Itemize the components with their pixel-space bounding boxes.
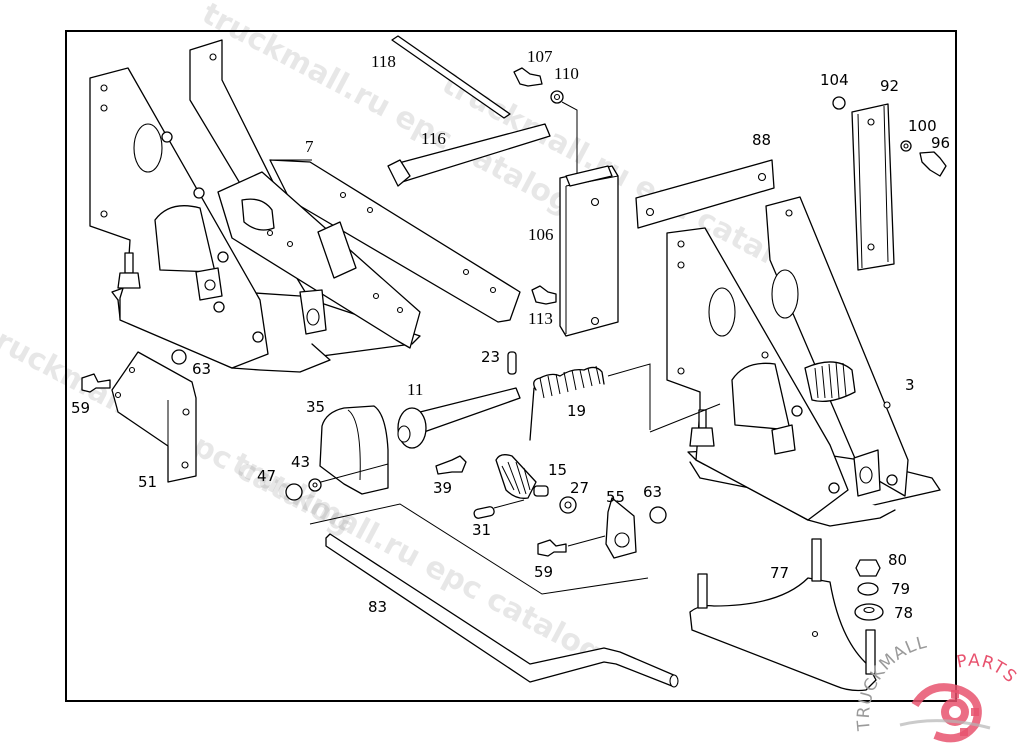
callout-layer: 118 107 110 116 7 106 113 88 104 92 100 … (71, 47, 950, 622)
strap-88 (635, 159, 775, 229)
callout-label: 27 (570, 479, 589, 497)
spring-19 (529, 363, 651, 441)
bolt-107 (513, 67, 543, 87)
callout-label: 47 (257, 467, 276, 485)
rod-118 (391, 35, 511, 119)
callout-label: 96 (931, 134, 950, 152)
clip-55 (605, 497, 637, 559)
callout-label: 3 (905, 376, 915, 394)
swoosh-icon (899, 719, 991, 730)
nut-63-right (649, 506, 667, 524)
bolt-113 (531, 285, 557, 305)
callout-label: 110 (554, 64, 579, 83)
right-rear-plate (765, 196, 909, 497)
callout-label: 63 (192, 360, 211, 378)
callout-label: 15 (548, 461, 567, 479)
callout-label: 106 (528, 225, 554, 244)
callout-label: 43 (291, 453, 310, 471)
left-pivot-housing (154, 205, 216, 273)
pin-31 (473, 506, 495, 519)
nut-63-left (171, 349, 187, 365)
logo-text: TRUCKMALL (854, 632, 930, 732)
bracket-hole (133, 123, 163, 173)
left-spring (241, 198, 275, 231)
bolt-39 (435, 455, 467, 475)
right-spring (804, 361, 856, 403)
callout-label: 79 (891, 580, 910, 598)
nut-80 (855, 559, 881, 577)
left-stud (124, 252, 134, 274)
callout-label: 51 (138, 473, 157, 491)
truckmallparts-logo: TRUCKMALL PARTS (854, 632, 1021, 743)
bolt-59-right (537, 539, 567, 557)
bracket-92 (851, 103, 895, 271)
callout-label: 92 (880, 77, 899, 95)
callout-label: 77 (770, 564, 789, 582)
gear-icon (911, 683, 982, 743)
logo-text-parts: PARTS (955, 651, 1020, 688)
callout-label: 59 (534, 563, 553, 581)
callout-label: 80 (888, 551, 907, 569)
channel-106 (559, 165, 619, 337)
nut-104 (832, 96, 846, 110)
callout-label: 78 (894, 604, 913, 622)
right-bracket-assembly (649, 196, 941, 527)
callout-label: 39 (433, 479, 452, 497)
callout-label: 107 (527, 47, 553, 66)
shaft-11 (419, 387, 521, 433)
callout-label: 7 (305, 137, 314, 156)
logo-text-truckmall: TRUCKMALL (854, 632, 929, 732)
callout-label: 35 (306, 398, 325, 416)
callout-label: 83 (368, 598, 387, 616)
callout-label: 113 (528, 309, 553, 328)
callout-label: 88 (752, 131, 771, 149)
callout-label: 19 (567, 402, 586, 420)
bolt-59-left (81, 373, 111, 393)
callout-label: 104 (820, 71, 849, 89)
callout-label: 116 (421, 129, 446, 148)
link-outline (309, 503, 649, 595)
mount-77 (689, 538, 877, 692)
pin-23 (507, 351, 517, 375)
callout-label: 100 (908, 117, 937, 135)
callout-label: 59 (71, 399, 90, 417)
callout-label: 23 (481, 348, 500, 366)
housing-35 (319, 405, 389, 495)
left-bracket-assembly (89, 39, 521, 373)
right-pivot-housing (731, 362, 791, 431)
callout-label: 63 (643, 483, 662, 501)
callout-label: 11 (407, 380, 423, 399)
washer-79 (857, 582, 879, 596)
callout-label: 31 (472, 521, 491, 539)
callout-label: 55 (606, 488, 625, 506)
diagram-frame (65, 30, 957, 702)
watermark-text: truckmall.ru epc catalog (226, 446, 607, 671)
nut-47 (285, 483, 303, 501)
bellow-15 (495, 454, 537, 499)
callout-label: 118 (371, 52, 396, 71)
bolt-96 (919, 151, 947, 177)
logo-text: PARTS (955, 651, 1021, 688)
